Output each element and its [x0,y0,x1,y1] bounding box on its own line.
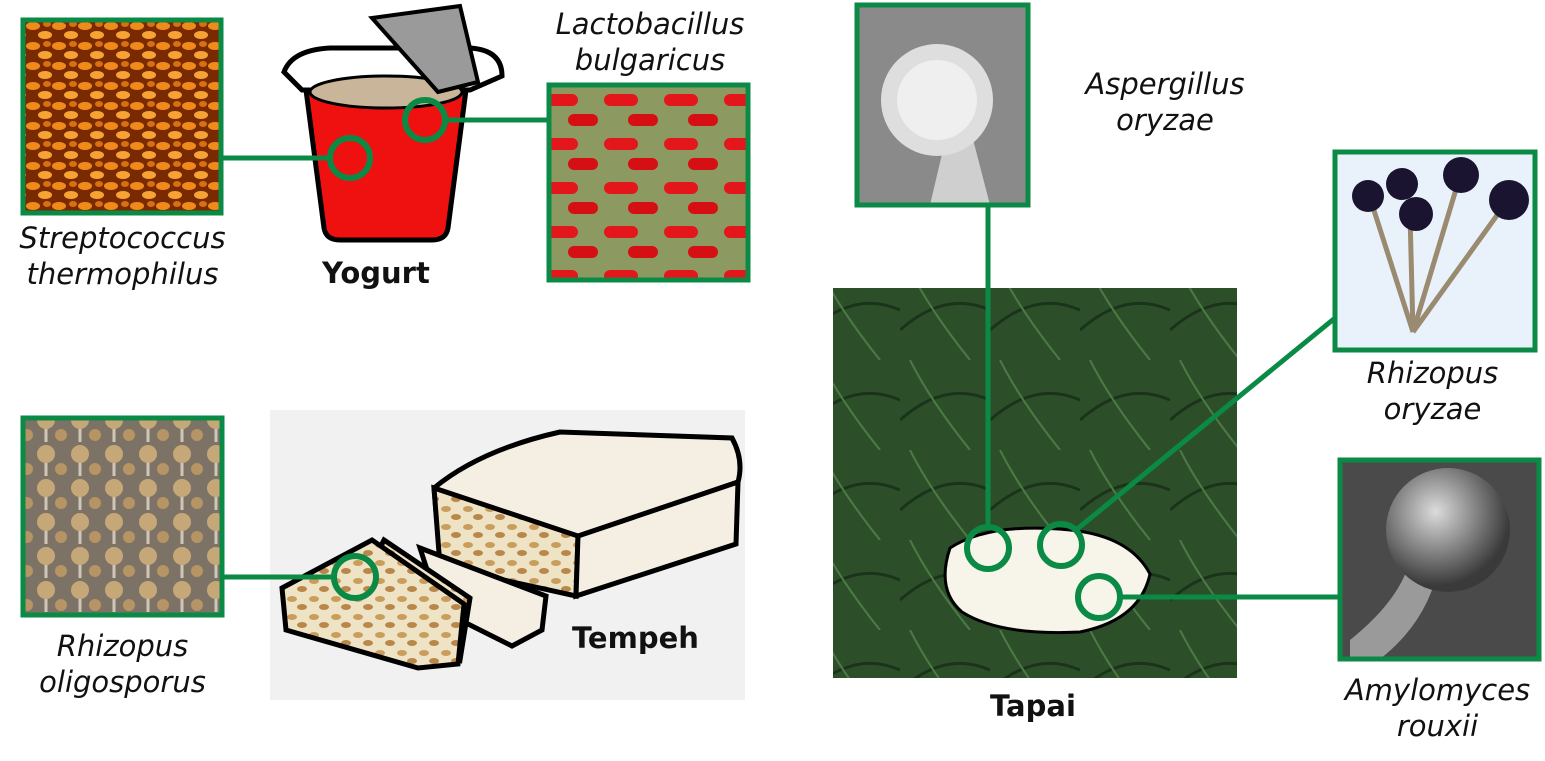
food-label-yogurt: Yogurt [322,256,430,290]
aspergillus-oryzae-micrograph [854,2,1031,208]
organism-species: bulgaricus [574,43,726,77]
label-rhizopus-oryzae: Rhizopus oryzae [1345,355,1520,427]
tapai-leaf-photo [833,288,1237,678]
organism-species: oryzae [1383,392,1482,426]
food-label-tempeh: Tempeh [572,621,699,655]
sample-circle [402,97,448,143]
organism-genus: Rhizopus [1366,356,1499,390]
rhizopus-oligosporus-micrograph [20,415,225,618]
organism-species: rouxii [1396,709,1479,743]
label-streptococcus-thermophilus: Streptococcus thermophilus [0,220,245,292]
label-aspergillus-oryzae: Aspergillus oryzae [1070,66,1260,138]
sample-circle [1037,521,1085,569]
sample-circle [964,524,1012,572]
lactobacillus-bulgaricus-micrograph [546,82,751,283]
organism-species: thermophilus [26,257,219,291]
organism-species: oryzae [1116,103,1214,137]
amylomyces-rouxii-micrograph [1337,457,1542,662]
label-amylomyces-rouxii: Amylomyces rouxii [1330,672,1545,744]
organism-genus: Rhizopus [56,629,189,663]
connector-line [1074,316,1337,532]
label-lactobacillus-bulgaricus: Lactobacillus bulgaricus [540,6,760,78]
label-rhizopus-oligosporus: Rhizopus oligosporus [10,628,235,700]
organism-genus: Aspergillus [1085,67,1245,101]
food-label-tapai: Tapai [990,689,1076,723]
organism-genus: Lactobacillus [555,7,745,41]
sample-circle [331,553,379,601]
organism-genus: Amylomyces [1344,673,1531,707]
rhizopus-oryzae-micrograph [1332,149,1538,353]
tempeh-illustration [270,410,745,700]
yogurt-cup-illustration [281,3,505,243]
sample-circle [1075,573,1123,621]
sample-circle [327,135,373,181]
organism-genus: Streptococcus [19,221,226,255]
streptococcus-thermophilus-micrograph [20,17,224,216]
organism-species: oligosporus [39,665,206,699]
